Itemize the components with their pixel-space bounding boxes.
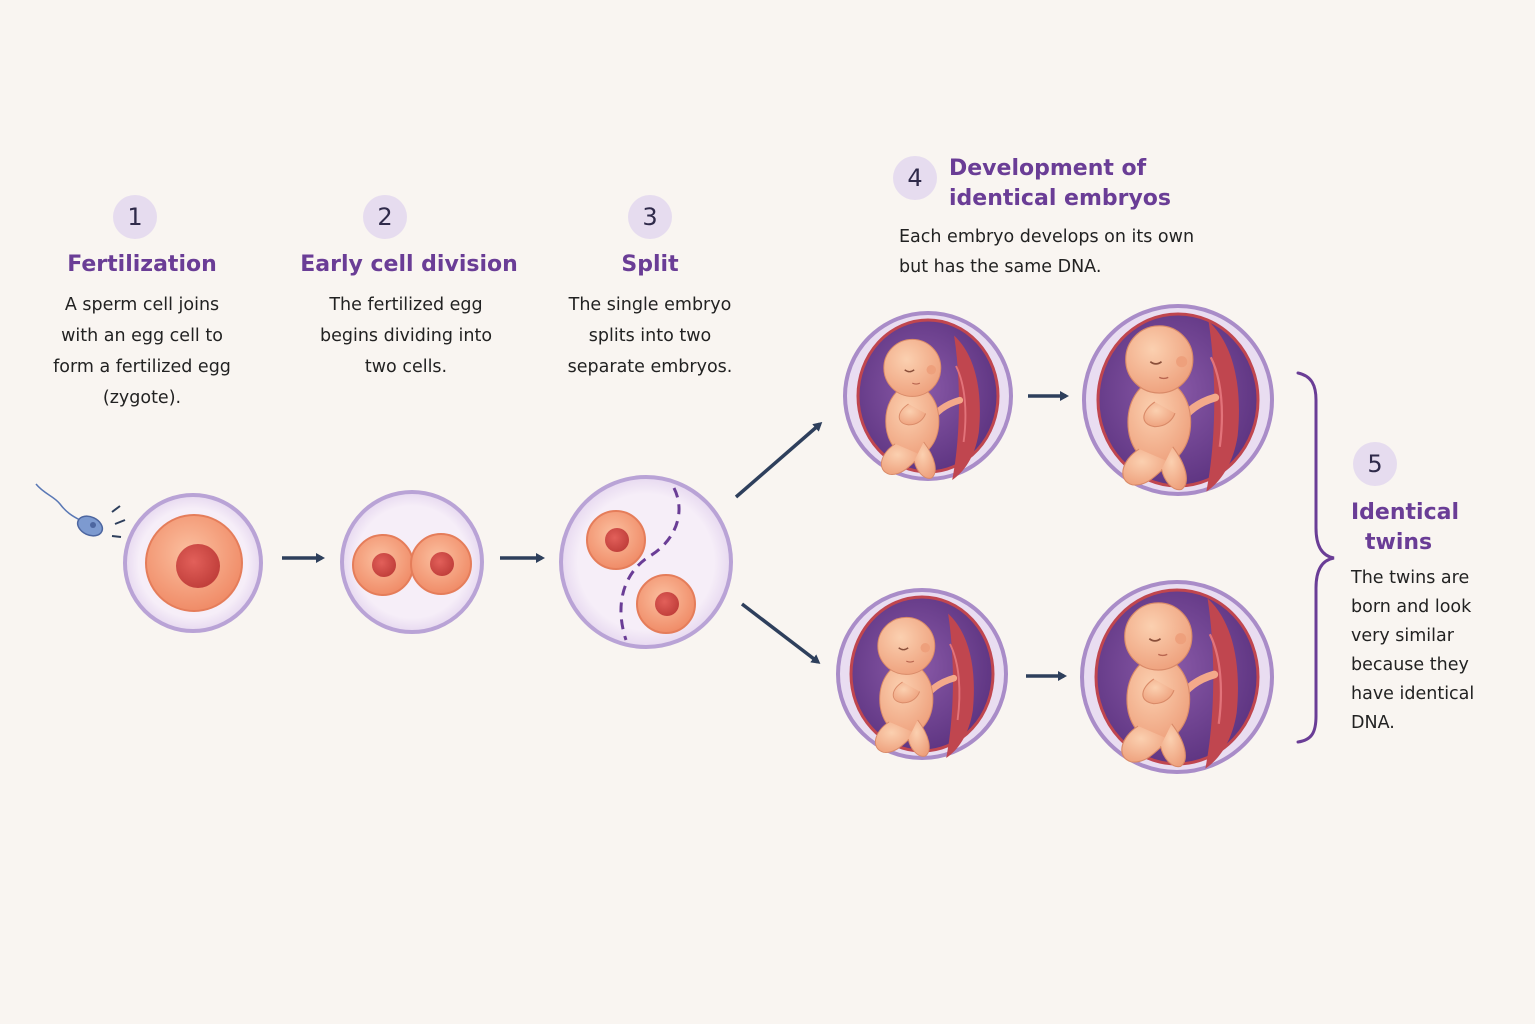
fetus-icon	[1080, 580, 1274, 774]
step-1-description: A sperm cell joins with an egg cell to f…	[53, 295, 231, 408]
step-5-description-line: DNA.	[1351, 713, 1395, 733]
step-5-badge: 5	[1353, 442, 1397, 486]
fetus-icon	[843, 311, 1013, 480]
step-5-description-line: The twins are	[1351, 568, 1470, 588]
fetus-icon	[836, 588, 1008, 758]
two-cell-icon	[340, 490, 484, 634]
step-4-badge: 4	[893, 156, 937, 200]
step-3-badge: 3	[628, 195, 672, 239]
step-5-title-line2: twins	[1365, 530, 1433, 555]
step-4-description-line1: Each embryo develops on its own	[899, 227, 1195, 247]
step-1-badge: 1	[113, 195, 157, 239]
arrow-icon	[734, 422, 823, 499]
step-5-description-line: because they	[1351, 655, 1469, 675]
fetus-icon	[1082, 304, 1274, 496]
step-5-description-line: very similar	[1351, 626, 1454, 646]
step-4-title-line1: Development of	[949, 156, 1147, 181]
step-2-description: The fertilized egg begins dividing into …	[319, 295, 493, 377]
egg-cell-icon	[123, 493, 263, 633]
step-2-title: Early cell division	[300, 252, 518, 277]
sperm-icon	[35, 483, 126, 538]
step-4-description-line2: but has the same DNA.	[899, 257, 1102, 277]
splitting-embryo-icon	[559, 475, 733, 649]
step-2-badge: 2	[363, 195, 407, 239]
step-5-description-line: born and look	[1351, 597, 1472, 617]
step-5-description-line: have identical	[1351, 684, 1475, 704]
step-5-title-line1: Identical	[1351, 500, 1460, 525]
arrow-icon	[740, 602, 821, 664]
step-3-title: Split	[621, 252, 679, 277]
step-3-description: The single embryo splits into two separa…	[567, 295, 733, 377]
brace-icon	[1296, 371, 1335, 744]
step-4-title-line2: identical embryos	[949, 186, 1172, 211]
step-1-title: Fertilization	[67, 252, 217, 277]
